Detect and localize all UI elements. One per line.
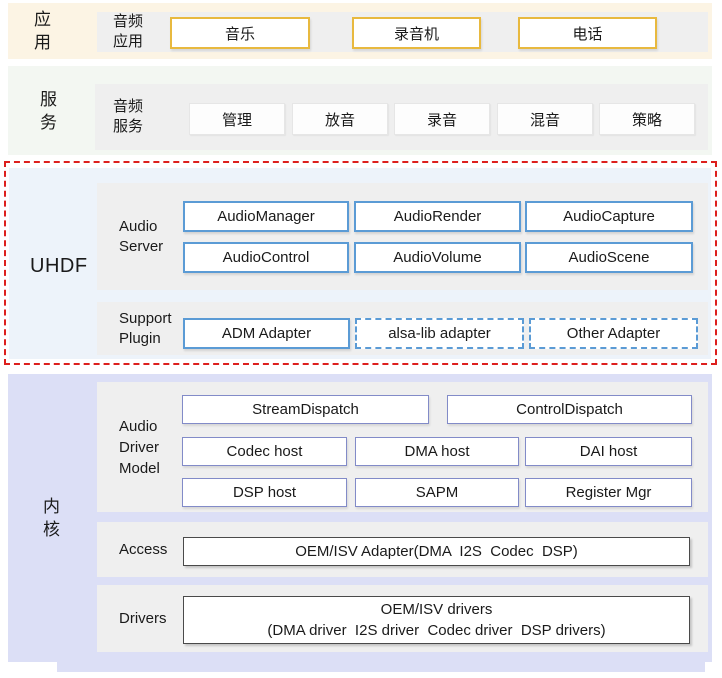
kernel-layer-label: 内核 — [43, 497, 61, 539]
app-box-recorder: 录音机 — [352, 17, 481, 49]
audio-server-label: Audio Server — [119, 217, 164, 255]
box-codec-host: Codec host — [182, 437, 347, 466]
uhdf-layer-band: UHDF Audio Server AudioManager AudioRend… — [9, 168, 711, 359]
application-layer-label: 应用 — [34, 10, 52, 52]
drivers-panel: Drivers OEM/ISV drivers (DMA driver I2S … — [97, 585, 708, 652]
service-layer-label: 服务 — [40, 89, 58, 132]
access-panel: Access OEM/ISV Adapter(DMA I2S Codec DSP… — [97, 522, 708, 577]
box-audio-control: AudioControl — [183, 242, 349, 273]
service-box-manage: 管理 — [189, 103, 285, 135]
box-oem-isv-adapter: OEM/ISV Adapter(DMA I2S Codec DSP) — [183, 537, 690, 566]
service-box-mix: 混音 — [497, 103, 593, 135]
box-register-mgr: Register Mgr — [525, 478, 692, 507]
audio-driver-model-panel: Audio Driver Model StreamDispatch Contro… — [97, 382, 708, 512]
uhdf-layer-label: UHDF — [30, 255, 88, 277]
audio-service-label: 音频服务 — [112, 98, 143, 135]
box-stream-dispatch: StreamDispatch — [182, 395, 429, 424]
service-box-playback: 放音 — [292, 103, 388, 135]
app-box-phone: 电话 — [518, 17, 657, 49]
box-alsa-lib-adapter: alsa-lib adapter — [355, 318, 524, 349]
service-box-record: 录音 — [394, 103, 490, 135]
app-box-music: 音乐 — [170, 17, 310, 49]
box-audio-capture: AudioCapture — [525, 201, 693, 232]
audio-server-panel: Audio Server AudioManager AudioRender Au… — [97, 183, 708, 290]
box-audio-scene: AudioScene — [525, 242, 693, 273]
service-layer-band: 服务 音频服务 管理 放音 录音 混音 策略 — [8, 66, 712, 155]
box-audio-manager: AudioManager — [183, 201, 349, 232]
audio-application-panel: 音频应用 音乐 录音机 电话 — [97, 12, 708, 52]
service-box-policy: 策略 — [599, 103, 695, 135]
box-audio-render: AudioRender — [354, 201, 521, 232]
bottom-accent-bar — [57, 662, 705, 672]
support-plugin-panel: Support Plugin ADM Adapter alsa-lib adap… — [97, 302, 708, 355]
box-dma-host: DMA host — [355, 437, 519, 466]
box-audio-volume: AudioVolume — [354, 242, 521, 273]
oem-isv-drivers-line1: OEM/ISV drivers — [380, 601, 493, 618]
application-layer-band: 应用 音频应用 音乐 录音机 电话 — [8, 3, 712, 59]
box-oem-isv-drivers: OEM/ISV drivers (DMA driver I2S driver C… — [183, 596, 690, 644]
audio-application-label: 音频应用 — [112, 13, 143, 50]
audio-service-panel: 音频服务 管理 放音 录音 混音 策略 — [95, 84, 708, 150]
oem-isv-drivers-line2: (DMA driver I2S driver Codec driver DSP … — [267, 622, 606, 639]
box-control-dispatch: ControlDispatch — [447, 395, 692, 424]
box-dai-host: DAI host — [525, 437, 692, 466]
kernel-layer-band: 内核 Audio Driver Model StreamDispatch Con… — [8, 374, 712, 662]
audio-driver-model-label: Audio Driver Model — [119, 417, 160, 477]
access-label: Access — [119, 540, 168, 558]
box-dsp-host: DSP host — [182, 478, 347, 507]
drivers-label: Drivers — [119, 609, 167, 627]
box-sapm: SAPM — [355, 478, 519, 507]
box-other-adapter: Other Adapter — [529, 318, 698, 349]
support-plugin-label: Support Plugin — [119, 309, 172, 347]
uhdf-dashed-outline — [4, 161, 717, 365]
box-adm-adapter: ADM Adapter — [183, 318, 350, 349]
